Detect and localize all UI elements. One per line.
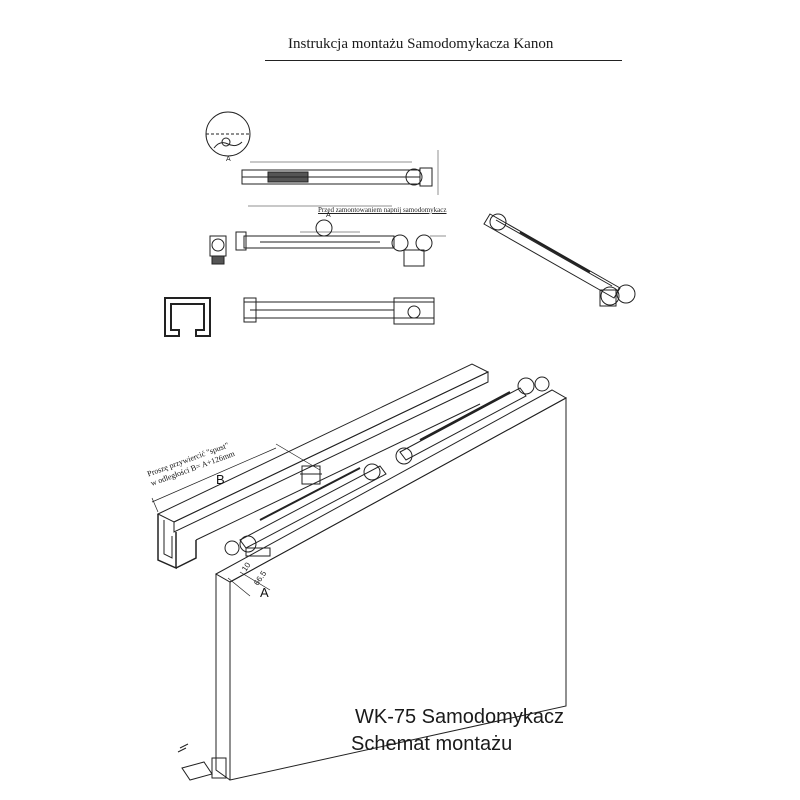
title-underline [265, 60, 622, 61]
isometric-closer [483, 213, 636, 307]
tension-note: Przed zamontowaniem napnij samodomykacz [318, 206, 447, 214]
label-a-top: A [326, 212, 331, 219]
dimension-a [227, 571, 271, 597]
rail-profile [164, 297, 211, 337]
label-a-detail: A [226, 156, 231, 163]
side-view-closer [209, 205, 446, 267]
label-b: B [216, 472, 225, 487]
bottom-guide [177, 743, 227, 781]
label-a-bottom: A [260, 585, 269, 600]
page-title: Instrukcja montażu Samodomykacza Kanon [288, 36, 554, 52]
rail-extrusion [156, 363, 490, 570]
caption-scheme: Schemat montażu [351, 733, 513, 755]
stop-bracket [300, 465, 322, 485]
detail-circle-a [205, 111, 251, 157]
door-panel [214, 389, 568, 781]
bottom-view-closer [243, 297, 435, 325]
top-view-closer [241, 150, 439, 195]
roller-assembly-front [224, 463, 387, 557]
roller-assembly-rear [395, 376, 550, 465]
caption-product: WK-75 Samodomykacz [355, 706, 564, 728]
